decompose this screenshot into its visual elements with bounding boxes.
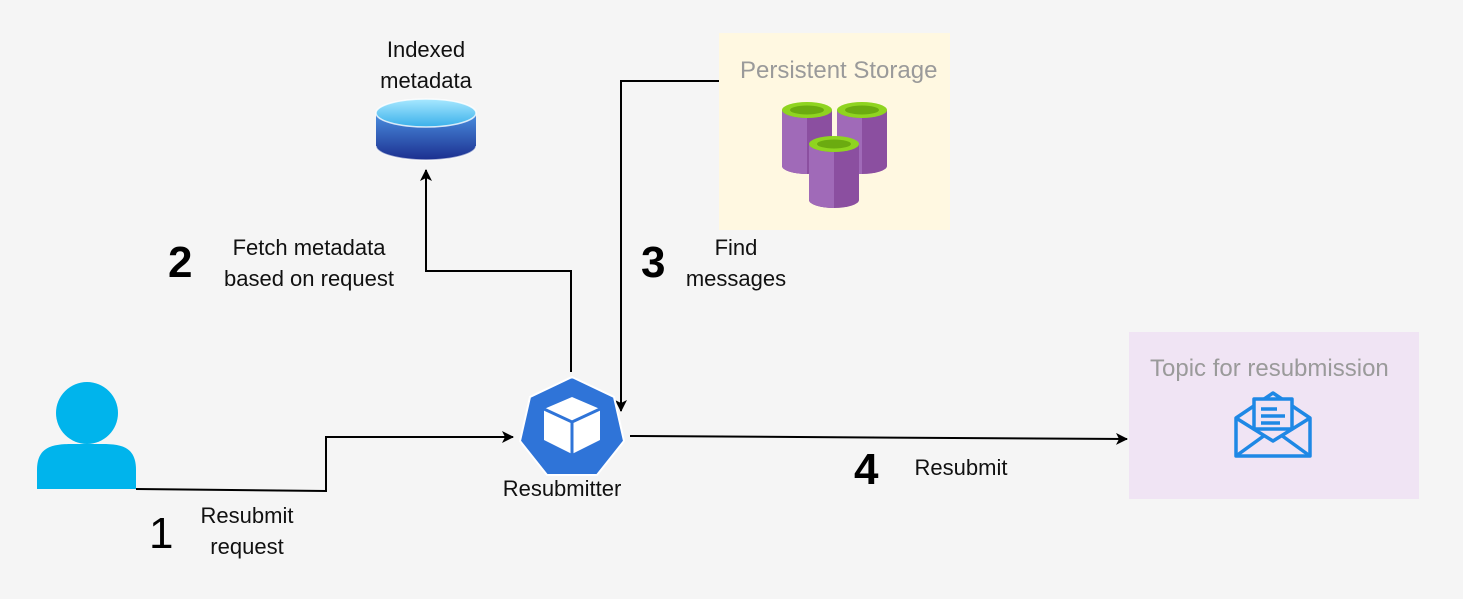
- step-1-label: Resubmit request: [182, 500, 312, 562]
- connector-resubmit: [629, 432, 1128, 445]
- envelope-icon: [1234, 391, 1312, 458]
- topic-title: Topic for resubmission: [1150, 355, 1389, 382]
- indexed-metadata-label-line2: metadata: [380, 68, 472, 93]
- step-4-label: Resubmit: [914, 455, 1008, 480]
- resubmitter-label: Resubmitter: [502, 476, 622, 501]
- step-3-label-line2: messages: [685, 266, 787, 291]
- step-4-number: 4: [854, 445, 879, 494]
- kubernetes-cube-icon: [518, 375, 626, 476]
- step-2-label: Fetch metadata based on request: [204, 232, 414, 294]
- user-icon: [37, 382, 136, 489]
- step-2-label-line2: based on request: [223, 266, 395, 291]
- persistent-storage-title: Persistent Storage: [740, 57, 938, 84]
- step-1-label-line2: request: [210, 534, 284, 559]
- connector-find-messages: [615, 80, 719, 412]
- step-3-label: Find messages: [672, 232, 800, 294]
- indexed-metadata-label: Indexed metadata: [366, 34, 486, 96]
- indexed-metadata-label-line1: Indexed: [386, 37, 466, 62]
- connector-fetch-metadata: [420, 169, 572, 372]
- database-icon: [375, 98, 477, 161]
- step-3-label-line1: Find: [714, 235, 758, 260]
- step-3-number: 3: [641, 238, 666, 287]
- step-2-label-line1: Fetch metadata: [232, 235, 386, 260]
- storage-cylinders-icon: [782, 102, 887, 208]
- step-2-number: 2: [168, 238, 193, 287]
- step-1-label-line1: Resubmit: [200, 503, 294, 528]
- connector-resubmit-request: [135, 431, 514, 493]
- step-1-number: 1: [149, 509, 174, 558]
